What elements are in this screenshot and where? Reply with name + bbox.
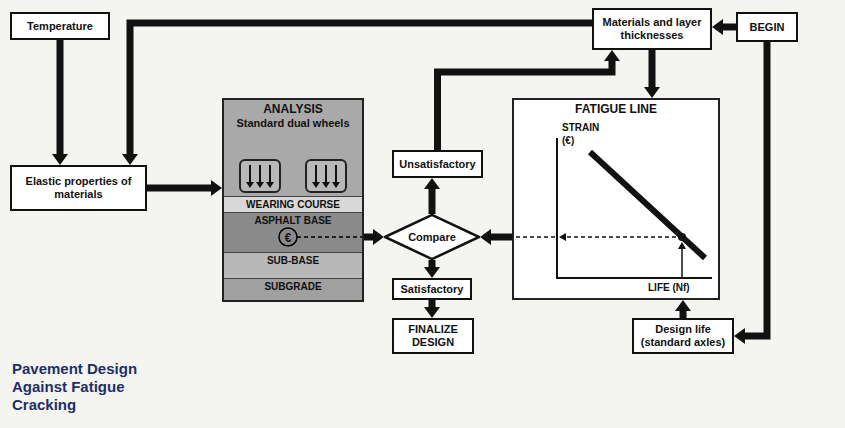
text-group: SUB-BASE — [267, 253, 319, 267]
start-box: BEGIN — [736, 12, 798, 42]
layer-band: SUBGRADE — [224, 278, 362, 300]
node-text: FATIGUE LINE — [514, 102, 718, 117]
strain-symbol: € — [281, 230, 295, 246]
layer-band: SUB-BASE — [224, 252, 362, 278]
flow-arrow — [675, 300, 691, 318]
text-group: Satisfactory — [401, 283, 464, 296]
flow-arrow — [734, 42, 767, 344]
node-text: Materials and layer thicknesses — [598, 16, 706, 42]
process-box: Design life (standard axles) — [632, 318, 734, 354]
axis-label: STRAIN — [562, 122, 599, 134]
node-text: FINALIZE DESIGN — [398, 323, 468, 349]
axis-label: LIFE (Nf) — [648, 282, 690, 294]
text-group: SUBGRADE — [264, 279, 321, 293]
flow-arrow — [480, 229, 512, 245]
text-group: FATIGUE LINE — [514, 100, 718, 117]
analysis-panel: ANALYSISStandard dual wheelsWEARING COUR… — [222, 98, 364, 302]
layer-band: WEARING COURSE — [224, 196, 362, 212]
node-text: ASPHALT BASE — [254, 215, 331, 227]
node-text: SUB-BASE — [267, 255, 319, 267]
text-group: Unsatisfactory — [399, 158, 475, 171]
text-group: Elastic properties of materials — [16, 175, 141, 201]
node-text: Satisfactory — [401, 283, 464, 296]
text-group: FINALIZE DESIGN — [398, 323, 468, 349]
node-text: BEGIN — [750, 21, 785, 34]
flow-arrow — [147, 180, 222, 196]
text-group: ANALYSISStandard dual wheels — [224, 100, 362, 130]
node-text: Design life (standard axles) — [638, 323, 728, 349]
node-text: Compare — [408, 231, 456, 244]
text-group: ASPHALT BASE — [254, 213, 331, 227]
flow-arrow — [712, 19, 736, 35]
flow-arrow — [424, 300, 440, 318]
process-box: Unsatisfactory — [392, 150, 483, 178]
node-text: Elastic properties of materials — [16, 175, 141, 201]
process-box: Temperature — [10, 12, 110, 40]
axis-label: (€) — [562, 135, 574, 147]
chart-panel: FATIGUE LINE — [512, 98, 720, 300]
node-text: WEARING COURSE — [246, 199, 340, 211]
diagram-title: Pavement Design Against Fatigue Cracking — [12, 360, 187, 414]
flow-arrow — [644, 50, 660, 98]
node-text: Standard dual wheels — [224, 117, 362, 130]
text-group: Compare — [408, 231, 456, 244]
node-text: Unsatisfactory — [399, 158, 475, 171]
text-group: Materials and layer thicknesses — [598, 16, 706, 42]
layer-band: ASPHALT BASE — [224, 212, 362, 252]
process-box: Elastic properties of materials — [10, 165, 147, 211]
text-group: Design life (standard axles) — [638, 323, 728, 349]
node-text: ANALYSIS — [224, 102, 362, 117]
flow-arrow — [52, 40, 68, 165]
flow-arrow — [424, 260, 440, 278]
end-box: FINALIZE DESIGN — [392, 318, 474, 354]
flow-arrow — [364, 229, 384, 245]
node-text: Temperature — [27, 20, 93, 33]
process-box: Satisfactory — [392, 278, 472, 300]
text-group: BEGIN — [750, 21, 785, 34]
decision-diamond: Compare — [384, 214, 480, 260]
text-group: WEARING COURSE — [246, 197, 340, 211]
node-text: SUBGRADE — [264, 281, 321, 293]
text-group: Temperature — [27, 20, 93, 33]
process-box: Materials and layer thicknesses — [592, 8, 712, 50]
flow-arrow — [424, 178, 440, 214]
